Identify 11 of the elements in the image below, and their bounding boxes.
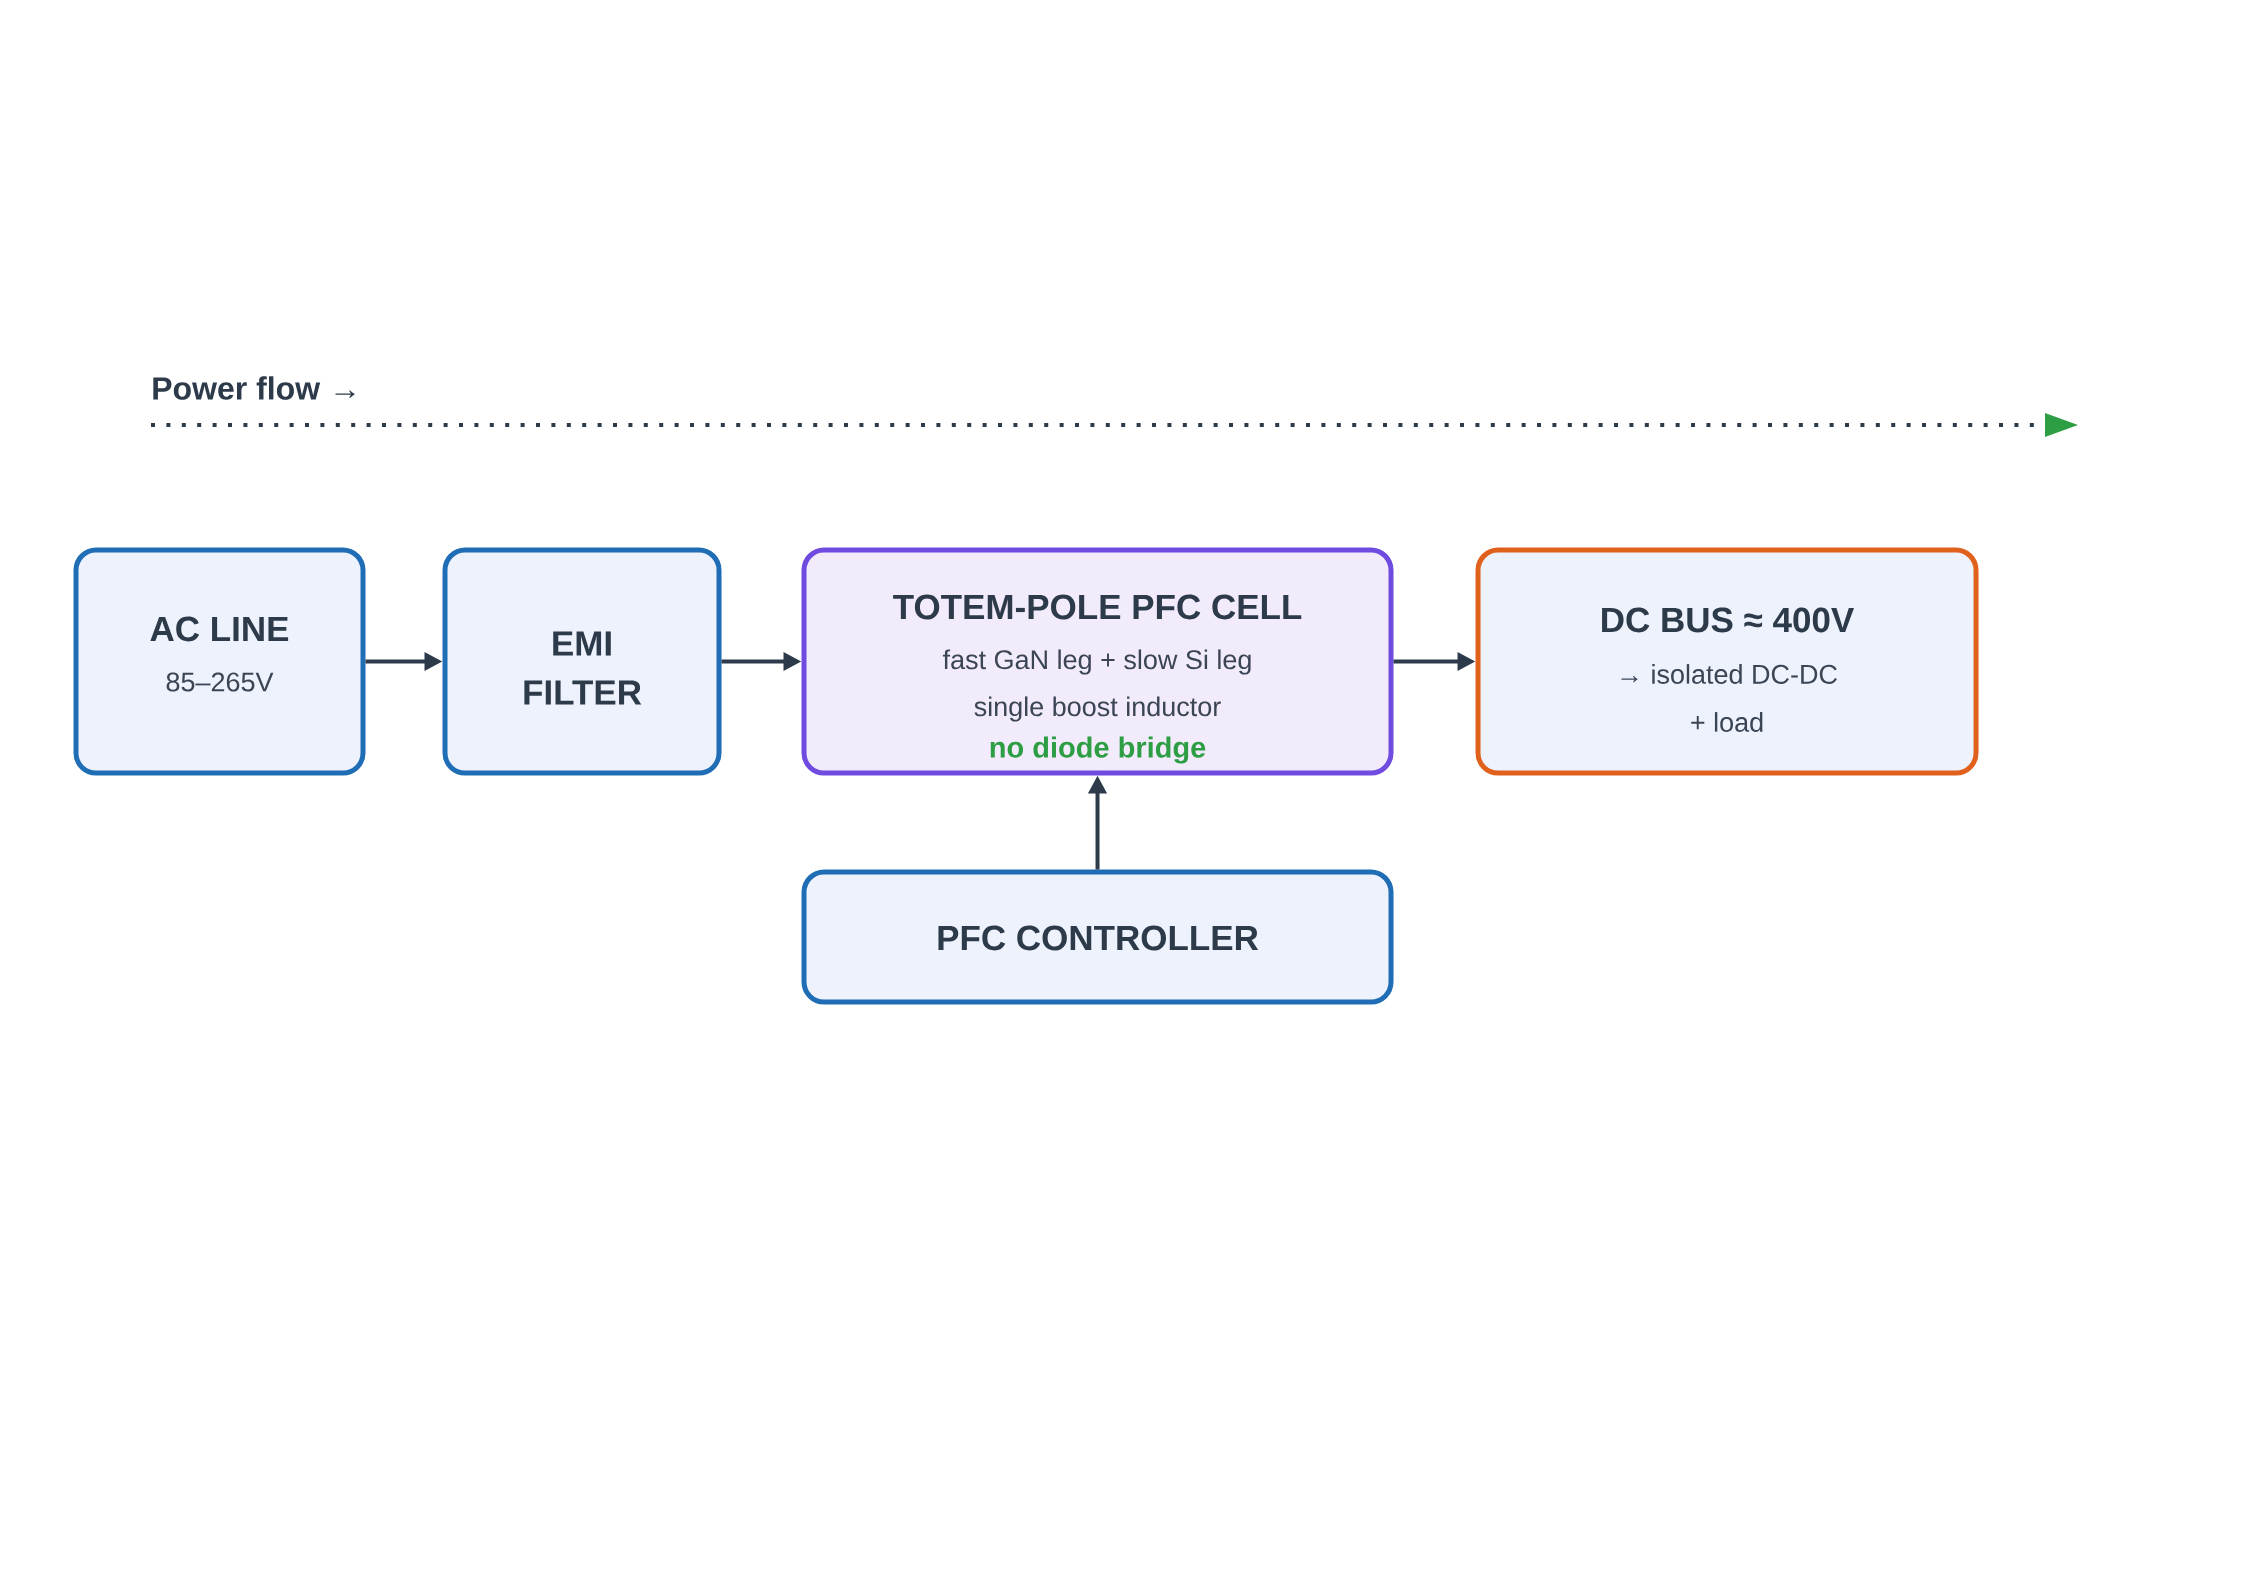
block-title: TOTEM-POLE PFC CELL: [893, 594, 1302, 620]
block-text: single boost inductor: [974, 696, 1221, 722]
block-text: 85–265V: [166, 672, 274, 692]
block-text: → isolated DC-DC + load: [1621, 664, 1837, 732]
direction-label: Power flow →: [153, 376, 355, 400]
block-title: PFC CONTROLLER: [938, 925, 1259, 951]
block-title: AC LINE: [150, 616, 289, 642]
block-title: EMI FILTER: [524, 631, 642, 705]
block-text: fast GaN leg + slow Si leg: [942, 649, 1251, 675]
note-text: no diode bridge: [990, 736, 1206, 764]
block-title: DC BUS ≈ 400V: [1602, 607, 1854, 633]
